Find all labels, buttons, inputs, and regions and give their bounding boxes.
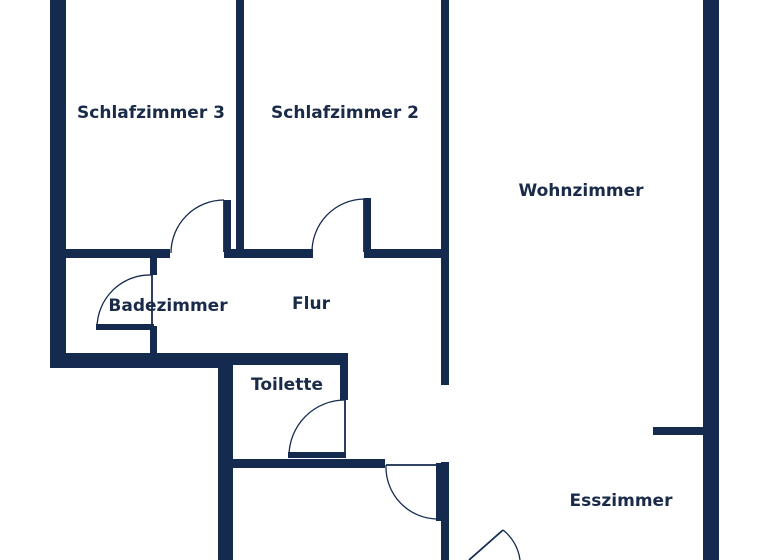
- wall-bath-right-top: [150, 255, 157, 275]
- wall-bedroom2-bottom-b: [364, 198, 371, 258]
- wall-left-outer: [50, 0, 66, 368]
- door-bathroom[interactable]: [96, 274, 153, 329]
- wall-dining-left: [441, 462, 449, 560]
- door-bedroom3[interactable]: [170, 199, 225, 254]
- wall-bottom-left: [50, 353, 233, 368]
- room-label-wohnzimmer: Wohnzimmer: [518, 181, 644, 201]
- door-bottom[interactable]: [468, 529, 521, 560]
- wall-bedroom3-bottom-b: [224, 200, 231, 258]
- wall-bath-door-sill: [96, 324, 154, 330]
- wall-bedroom2-bottom-a: [231, 249, 313, 258]
- wall-bedroom3-bottom-a: [66, 249, 170, 258]
- room-label-schlafzimmer-3: Schlafzimmer 3: [77, 103, 225, 123]
- room-label-flur: Flur: [292, 294, 330, 314]
- wall-dining-door-jamb: [436, 463, 442, 521]
- room-label-esszimmer: Esszimmer: [569, 491, 673, 511]
- door-toilet[interactable]: [288, 399, 346, 457]
- wall-right-outer: [703, 0, 719, 560]
- wall-toilet-bottom: [233, 459, 385, 468]
- door-bedroom2[interactable]: [311, 198, 365, 254]
- wall-bedroom2-right: [441, 0, 449, 385]
- wall-toilet-top: [233, 353, 348, 365]
- wall-bath-right-bottom: [150, 326, 157, 354]
- room-label-schlafzimmer-2: Schlafzimmer 2: [271, 103, 419, 123]
- wall-lower-left: [218, 353, 233, 560]
- room-label-toilette: Toilette: [251, 375, 323, 395]
- room-label-badezimmer: Badezimmer: [108, 296, 228, 316]
- wall-bedroom2-bottom-c: [371, 249, 443, 258]
- wall-bedroom3-right: [236, 0, 244, 252]
- wall-toilet-right: [340, 353, 348, 400]
- wall-toilet-door-sill: [288, 452, 346, 458]
- door-dining[interactable]: [385, 464, 439, 520]
- wall-living-partition: [653, 427, 705, 435]
